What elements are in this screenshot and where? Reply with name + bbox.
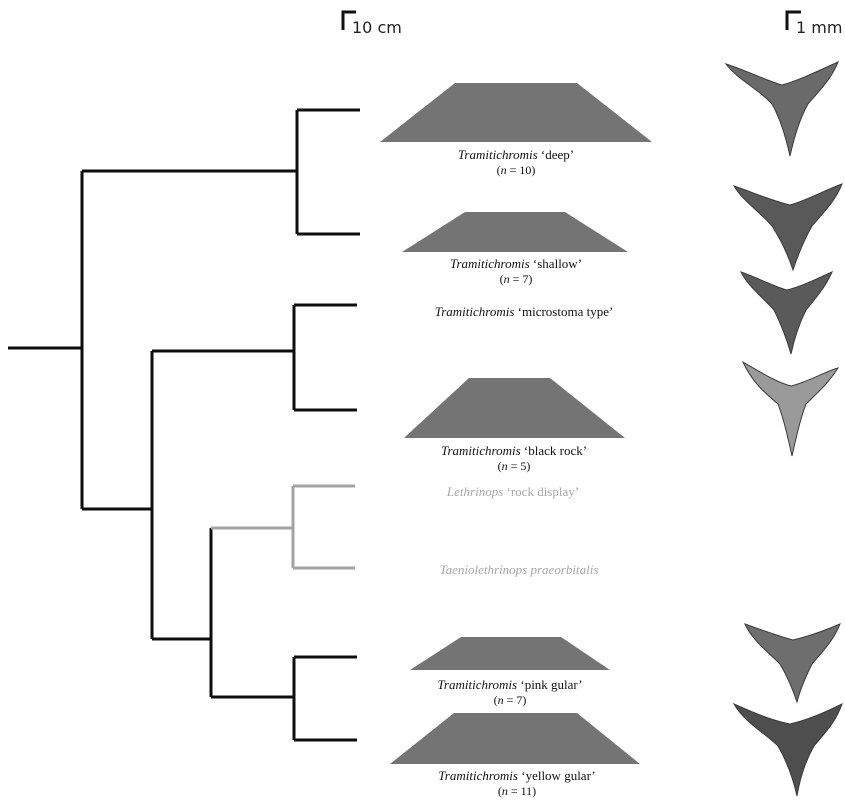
tree-branches-black [8,108,360,742]
label-taeniolethrinops: Taeniolethrinops praeorbitalis [440,562,599,577]
depth-profile-pink-gular [410,637,610,670]
depth-profile-yellow-gular [390,713,640,764]
label-shallow: Tramitichromis ‘shallow’ [450,256,582,271]
n-deep: (n = 10) [497,163,536,177]
n-yellow-gular: (n = 11) [498,784,536,798]
bone-microstoma [739,271,833,355]
label-lethrinops: Lethrinops ‘rock display’ [446,484,579,499]
bone-deep [724,61,839,157]
depth-profile-black-rock [404,378,625,438]
label-pink-gular: Tramitichromis ‘pink gular’ [437,677,582,692]
n-black-rock: (n = 5) [498,459,531,473]
depth-scale-label: 10 cm [352,18,402,37]
bone-pink-gular [744,623,841,704]
bone-black-rock [741,360,840,457]
label-deep: Tramitichromis ‘deep’ [458,147,574,162]
depth-profile-shallow [402,212,628,252]
taxon-labels: Tramitichromis ‘deep’ (n = 10) Tramitich… [435,147,614,798]
pharyngeal-bones [724,61,843,797]
n-shallow: (n = 7) [500,272,533,286]
tree-branches-grey [211,484,355,570]
phylogenetic-tree [8,108,360,742]
bone-scale-label: 1 mm [796,18,842,37]
n-pink-gular: (n = 7) [494,693,527,707]
depth-profile-deep [380,83,652,142]
depth-profiles [380,83,652,764]
bone-shallow [732,183,843,272]
label-black-rock: Tramitichromis ‘black rock’ [441,443,587,458]
label-yellow-gular: Tramitichromis ‘yellow gular’ [438,768,595,783]
bone-yellow-gular [732,702,843,797]
bone-scale-bar: 1 mm [785,10,842,37]
label-microstoma: Tramitichromis ‘microstoma type’ [435,304,614,319]
depth-scale-bar: 10 cm [341,10,402,37]
